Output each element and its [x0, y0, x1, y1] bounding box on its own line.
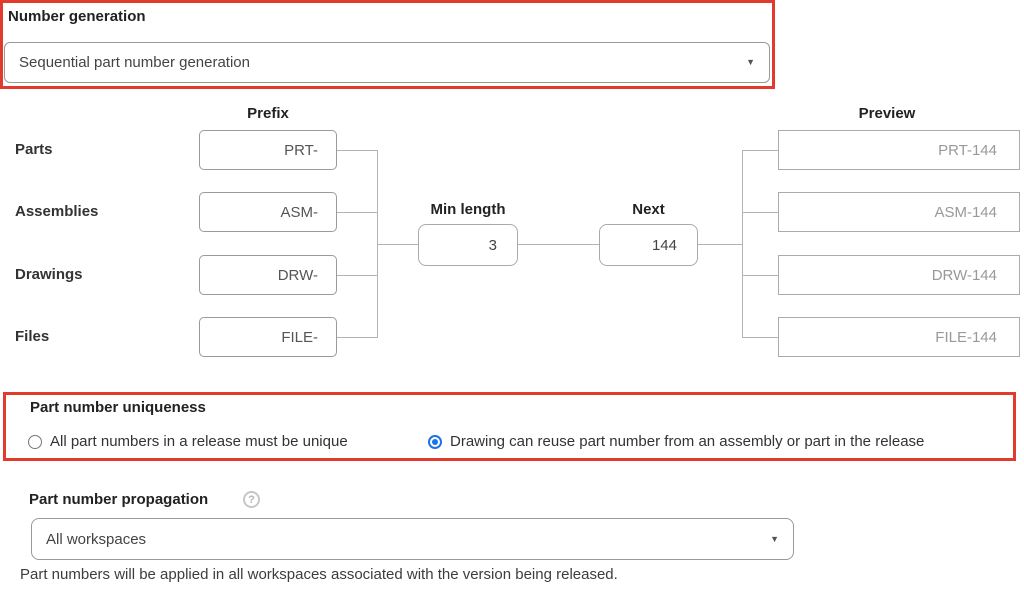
next-label: Next [632, 201, 665, 218]
connector-line [742, 150, 778, 151]
propagation-dropdown-value: All workspaces [46, 530, 147, 548]
radio-option-label: Drawing can reuse part number from an as… [450, 433, 925, 450]
connector-line [742, 275, 778, 276]
chevron-down-icon: ▼ [770, 533, 779, 544]
prefix-column-header: Prefix [247, 105, 289, 122]
propagation-label: Part number propagation [29, 491, 209, 508]
prefix-input-parts[interactable] [199, 130, 337, 170]
connector-line [698, 244, 742, 245]
row-label-parts: Parts [15, 141, 53, 158]
connector-line [337, 150, 377, 151]
prefix-input-files[interactable] [199, 317, 337, 357]
preview-box-files: FILE-144 [778, 317, 1020, 357]
row-label-assemblies: Assemblies [15, 203, 99, 220]
row-label-drawings: Drawings [15, 266, 83, 283]
connector-line [337, 337, 377, 338]
connector-line [337, 212, 377, 213]
help-icon[interactable]: ? [243, 491, 260, 508]
row-label-files: Files [15, 328, 50, 345]
uniqueness-label: Part number uniqueness [30, 399, 206, 416]
preview-column-header: Preview [858, 105, 916, 122]
min-length-input[interactable] [418, 224, 518, 266]
connector-line [742, 337, 778, 338]
connector-line [337, 275, 377, 276]
radio-option-drawing-reuse[interactable]: Drawing can reuse part number from an as… [428, 433, 924, 450]
number-generation-label: Number generation [8, 8, 146, 25]
next-input[interactable] [599, 224, 698, 266]
radio-selected-icon[interactable] [428, 434, 442, 449]
prefix-input-assemblies[interactable] [199, 192, 337, 232]
number-generation-dropdown[interactable]: Sequential part number generation ▼ [4, 42, 770, 83]
radio-option-label: All part numbers in a release must be un… [50, 433, 348, 450]
number-generation-dropdown-value: Sequential part number generation [19, 54, 250, 71]
chevron-down-icon: ▼ [746, 57, 755, 67]
connector-bus-right [742, 150, 743, 338]
connector-line [518, 244, 599, 245]
radio-option-all-unique[interactable]: All part numbers in a release must be un… [28, 433, 348, 450]
connector-line [742, 212, 778, 213]
connector-line [377, 244, 418, 245]
radio-unselected-icon[interactable] [28, 434, 42, 449]
propagation-description: Part numbers will be applied in all work… [20, 566, 618, 583]
preview-box-assemblies: ASM-144 [778, 192, 1020, 232]
propagation-dropdown[interactable]: All workspaces ▼ [31, 518, 794, 560]
min-length-label: Min length [430, 201, 506, 218]
prefix-input-drawings[interactable] [199, 255, 337, 295]
preview-box-drawings: DRW-144 [778, 255, 1020, 295]
preview-box-parts: PRT-144 [778, 130, 1020, 170]
